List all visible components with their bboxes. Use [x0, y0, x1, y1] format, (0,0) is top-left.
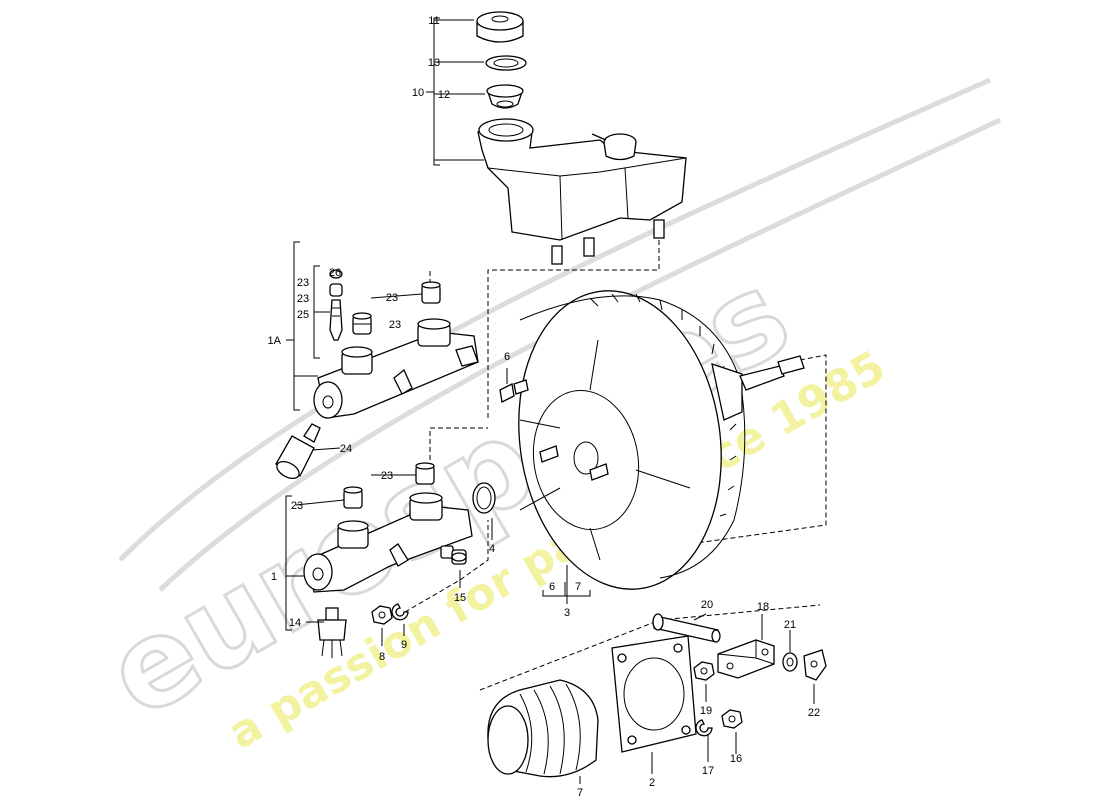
callout-7-boot: 7: [577, 787, 583, 799]
master-cylinder-lower: [303, 492, 473, 593]
callout-22: 22: [808, 707, 820, 719]
plug-15: [440, 545, 467, 565]
reservoir-gasket: [485, 55, 527, 71]
callout-23-a: 23: [297, 293, 309, 305]
seal-23-lower-a: [415, 462, 435, 485]
callout-9: 9: [401, 639, 407, 651]
callout-6-lower: 6: [549, 581, 555, 593]
washer-21: [782, 652, 798, 672]
brake-booster: [499, 290, 805, 590]
leader-booster-right: [609, 354, 827, 580]
callout-1: 1: [271, 571, 277, 583]
callout-17: 17: [702, 765, 714, 777]
callout-21: 21: [784, 619, 796, 631]
brake-light-switch: [275, 423, 321, 480]
watermark-swoosh-inner: [158, 117, 1002, 592]
nut-19: [693, 661, 715, 681]
seal-ring-4: [472, 482, 496, 514]
callout-18: 18: [757, 601, 769, 613]
nut-8: [371, 605, 393, 625]
clevis-pin: [652, 613, 721, 643]
flange-gasket: [611, 635, 697, 753]
bracket-1a: [293, 241, 300, 411]
callout-12: 12: [438, 89, 450, 101]
pressure-switch: [317, 607, 347, 658]
callout-25: 25: [297, 309, 309, 321]
bracket-1: [285, 495, 292, 631]
callout-19: 19: [700, 705, 712, 717]
reservoir-strainer: [486, 84, 524, 109]
leader-lower-23: [429, 427, 488, 468]
callout-15: 15: [454, 592, 466, 604]
callout-11: 11: [428, 15, 439, 27]
callout-labels: 11 13 10 12 26 23 25 1A 23 23 23 6 24 23…: [268, 15, 821, 799]
callout-23-b: 23: [386, 292, 398, 304]
leader-lines: [295, 293, 815, 784]
callout-20: 20: [701, 599, 713, 611]
callout-3: 3: [564, 607, 570, 619]
callout-23-e: 23: [381, 470, 393, 482]
bleed-screw-group: [329, 269, 343, 341]
callout-1a: 1A: [268, 335, 282, 347]
brake-fluid-reservoir: [477, 118, 687, 265]
seal-23-top: [421, 281, 441, 304]
washer-17: [695, 719, 713, 737]
callout-6-upper: 6: [504, 351, 510, 363]
callout-13: 13: [428, 57, 440, 69]
leader-reservoir-to-cylinder: [487, 240, 660, 420]
nut-16: [721, 709, 743, 729]
callout-23-f: 23: [291, 500, 303, 512]
callout-23-c: 23: [389, 319, 401, 331]
leader-15-to-cylinder: [404, 520, 489, 613]
spring-clip-22: [803, 649, 827, 681]
callout-26: 26: [329, 267, 341, 279]
callout-8: 8: [379, 651, 385, 663]
callout-10: 10: [412, 87, 424, 99]
circlip-9: [391, 603, 409, 621]
master-cylinder-upper: [313, 318, 479, 419]
seal-23-mid: [352, 312, 372, 335]
clevis-18: [717, 639, 775, 679]
callout-4: 4: [489, 543, 495, 555]
callout-2: 2: [649, 777, 655, 789]
reservoir-cap: [476, 11, 524, 43]
watermark-swoosh: [118, 77, 992, 562]
callout-16: 16: [730, 753, 742, 765]
callout-24: 24: [340, 443, 352, 455]
callout-14: 14: [289, 617, 301, 629]
callout-7-booster: 7: [575, 581, 581, 593]
callout-26-alt: 23: [297, 277, 309, 289]
rubber-boot: [487, 679, 599, 778]
reservoir-group: [426, 11, 687, 265]
seal-23-lower-b: [343, 486, 363, 509]
